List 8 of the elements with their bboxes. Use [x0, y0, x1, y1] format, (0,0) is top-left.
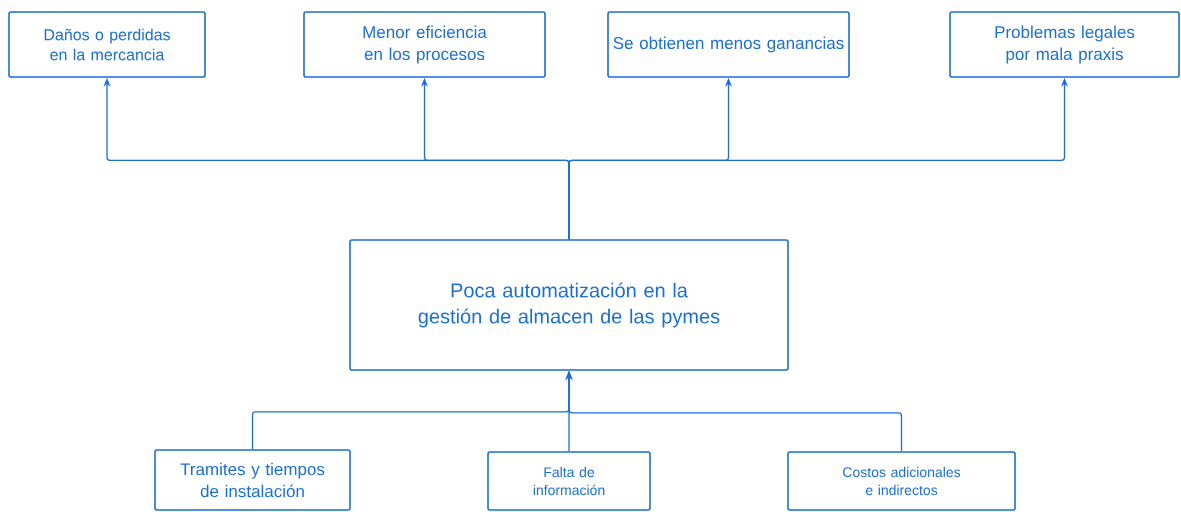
cause-box: Se obtienen menos ganancias — [607, 11, 850, 78]
cause-box: Falta de información — [487, 451, 651, 511]
cause-box: Poca automatización en la gestión de almacen de las pymes — [349, 239, 789, 371]
cause-box: Problemas legales por mala praxis — [949, 11, 1180, 78]
cause-box: Tramites y tiempos de instalación — [154, 449, 351, 511]
cause-box: Daños o perdidas en la mercancia — [8, 11, 206, 78]
cause-box: Costos adicionales e indirectos — [787, 451, 1016, 511]
cause-box: Menor eficiencia en los procesos — [303, 11, 546, 78]
